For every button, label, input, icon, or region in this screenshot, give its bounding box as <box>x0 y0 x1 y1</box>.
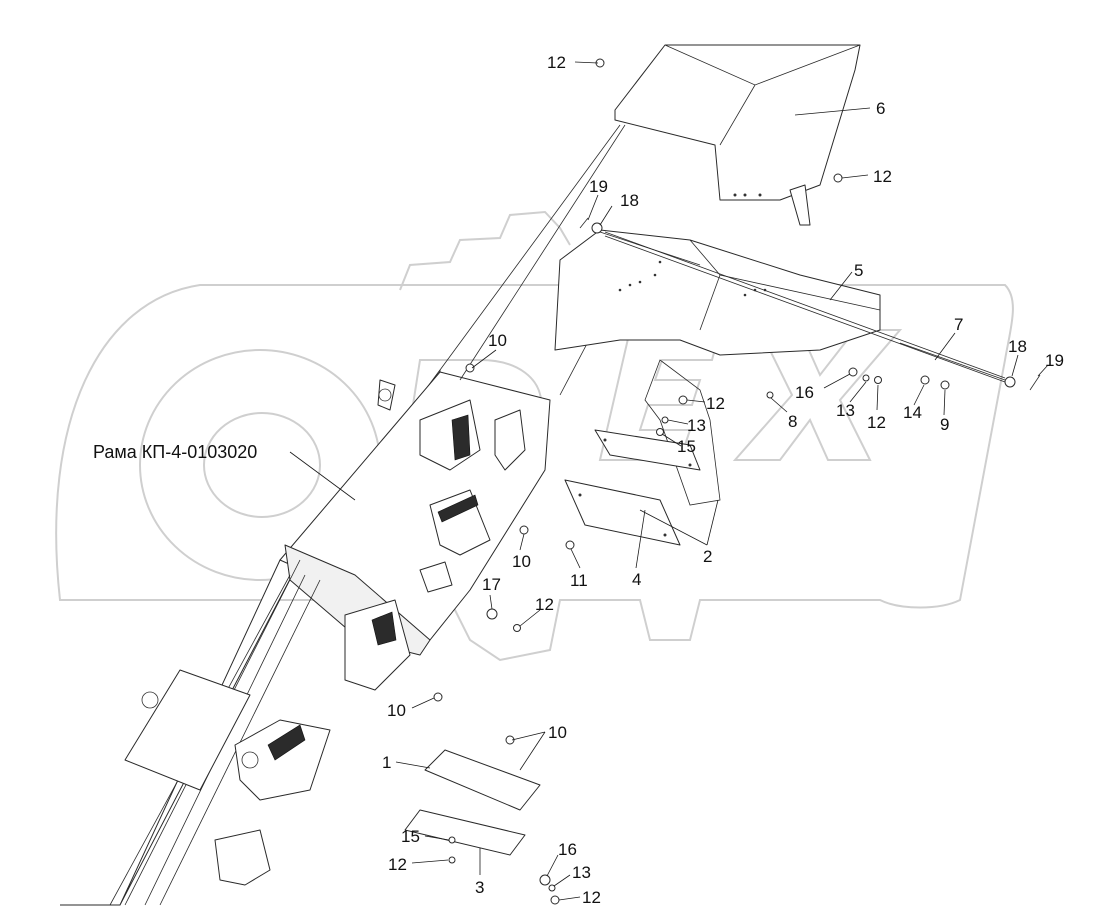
callout-12: 12 <box>388 855 407 874</box>
callout-7: 7 <box>954 315 963 334</box>
callout-11: 11 <box>570 571 588 590</box>
callout-13: 13 <box>687 416 706 435</box>
callout-13: 13 <box>836 401 855 420</box>
callout-labels: Рама КП-4-0103020 12 6 12 19 18 5 7 18 1… <box>93 53 1064 907</box>
callout-15: 15 <box>401 827 420 846</box>
callout-17: 17 <box>482 575 501 594</box>
callout-15: 15 <box>677 437 696 456</box>
callout-12: 12 <box>547 53 566 72</box>
callout-19: 19 <box>1045 351 1064 370</box>
callout-16: 16 <box>795 383 814 402</box>
callout-10: 10 <box>548 723 567 742</box>
callout-2: 2 <box>703 547 712 566</box>
plates-1-3 <box>404 749 541 856</box>
callout-18: 18 <box>1008 337 1027 356</box>
callout-4: 4 <box>632 570 641 589</box>
callout-14: 14 <box>903 403 922 422</box>
callout-18: 18 <box>620 191 639 210</box>
callout-13: 13 <box>572 863 591 882</box>
callout-12: 12 <box>706 394 725 413</box>
callout-12: 12 <box>867 413 886 432</box>
callout-5: 5 <box>854 261 863 280</box>
callout-10: 10 <box>387 701 406 720</box>
callout-1: 1 <box>382 753 391 772</box>
callout-10: 10 <box>512 552 531 571</box>
callout-12: 12 <box>535 595 554 614</box>
fasteners <box>433 58 1041 905</box>
callout-6: 6 <box>876 99 885 118</box>
callout-16: 16 <box>558 840 577 859</box>
callout-8: 8 <box>788 412 797 431</box>
callout-10: 10 <box>488 331 507 350</box>
leader-lines <box>289 61 1049 901</box>
frame-label: Рама КП-4-0103020 <box>93 442 257 462</box>
plates-2-4 <box>564 429 701 546</box>
part-7-rod <box>591 222 1016 388</box>
part-6-hood <box>614 44 861 226</box>
callout-12: 12 <box>582 888 601 907</box>
frame-assembly <box>60 369 551 906</box>
callout-9: 9 <box>940 415 949 434</box>
callout-19: 19 <box>589 177 608 196</box>
part-5-guard <box>554 229 881 506</box>
callout-12: 12 <box>873 167 892 186</box>
callout-3: 3 <box>475 878 484 897</box>
